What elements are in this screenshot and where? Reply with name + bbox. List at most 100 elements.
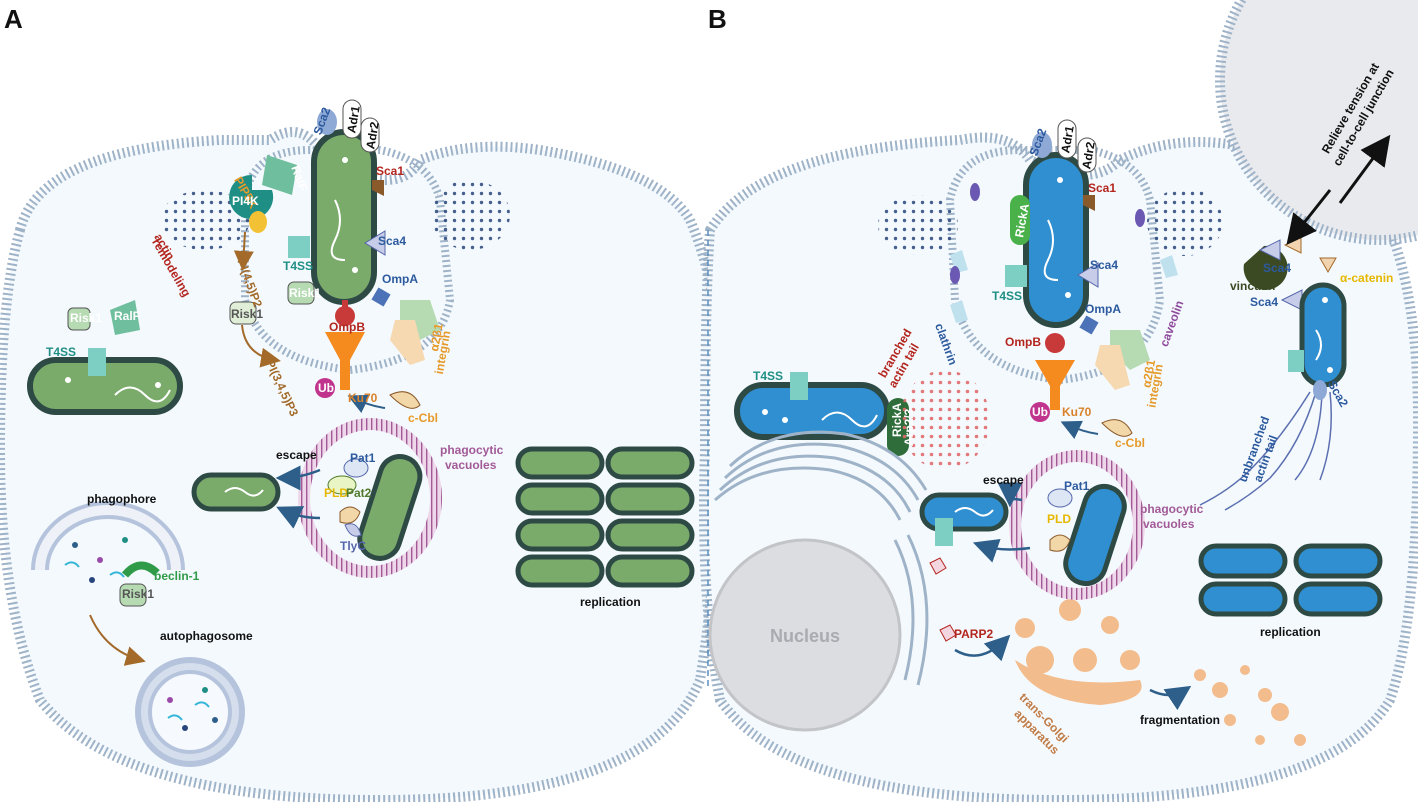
adr1-protein-b (1057, 119, 1077, 159)
label-t4ss-b: T4SS (992, 289, 1022, 303)
sca4-protein-b (1077, 262, 1099, 288)
label-t4ss-left-b: T4SS (753, 369, 783, 383)
label-risk1-left-a: Risk1 (70, 311, 102, 325)
ricka-protein (1010, 195, 1030, 245)
label-ompa-a: OmpA (382, 272, 418, 286)
alpha-catenin-2 (1319, 257, 1337, 274)
ku70-receptor-b (1035, 360, 1075, 410)
label-alpha-catenin: α-catenin (1340, 271, 1393, 285)
label-escape-a: escape (276, 448, 317, 462)
escaped-bacterium-b (919, 492, 1009, 546)
phagocytic-vacuole-a (298, 418, 442, 578)
label-autophagosome: autophagosome (160, 629, 253, 643)
ompa-protein-b (1079, 315, 1099, 335)
label-phagocytic-a: phagocytic (440, 443, 504, 457)
label-ub-b: Ub (1032, 405, 1048, 419)
trans-golgi-apparatus (1015, 599, 1142, 705)
label-replication-b: replication (1260, 625, 1321, 639)
risk1-protein (287, 281, 315, 305)
label-escape-b: escape (983, 473, 1024, 487)
golgi-fragments (1194, 665, 1306, 746)
sca2-protein-b (1032, 132, 1052, 158)
caveolin-dot (970, 183, 980, 201)
label-ompb-a: OmpB (329, 320, 365, 334)
bacterium-entry-a (311, 129, 377, 305)
tension-arrow-in (1286, 189, 1332, 246)
label-pat2-a: Pat2 (346, 486, 372, 500)
ompa-protein (371, 287, 391, 307)
bacterium-entry-b (1023, 152, 1089, 328)
bacterium-t4ss-a (27, 348, 183, 415)
pip5k-enzyme (249, 211, 267, 233)
bacterium-spread-b (1288, 282, 1347, 388)
t4ss-channel-b (1005, 265, 1027, 287)
label-replication-a: replication (580, 595, 641, 609)
label-ku70-b: Ku70 (1062, 405, 1092, 419)
label-sca4-b: Sca4 (1090, 258, 1118, 272)
label-arp23: Arp2/3 (902, 408, 916, 446)
pi4k-enzyme (229, 174, 274, 219)
phagocytic-vacuole-b (1009, 450, 1145, 600)
label-ku70-a: Ku70 (348, 391, 378, 405)
ub-marker-b (1030, 402, 1050, 422)
parp2-marker (939, 624, 957, 642)
integrin-beta (390, 320, 425, 365)
label-ccbl-b: c-Cbl (1115, 436, 1145, 450)
ub-marker (315, 378, 335, 398)
label-beclin-1: beclin-1 (154, 569, 200, 583)
label-pat1-a: Pat1 (350, 451, 376, 465)
branched-actin-tail (900, 370, 990, 470)
endoplasmic-reticulum (714, 430, 929, 686)
label-ompb-b: OmpB (1005, 335, 1041, 349)
sca1-protein (372, 180, 384, 196)
label-adr1-b: Adr1 (1058, 124, 1077, 154)
label-risk1-top-a: Risk1 (289, 286, 321, 300)
actin-network-left (160, 190, 250, 250)
invagination-a (241, 146, 455, 375)
label-sca4-b-bacterium: Sca4 (1250, 295, 1278, 309)
tension-arrow-out (1338, 134, 1391, 204)
label-ricka-b: RickA (1012, 202, 1032, 238)
adr2-protein (360, 117, 380, 153)
label-pld-b: PLD (1047, 512, 1071, 526)
label-ralf-left-a: RalF (114, 309, 140, 323)
label-sca4-b-vinculin: Sca4 (1263, 261, 1291, 275)
caveolin-piece (1160, 255, 1178, 278)
actin-network-right (430, 180, 510, 250)
caveolin-dot (950, 266, 960, 284)
label-phagocytic-b: phagocytic (1140, 502, 1204, 516)
label-sca1-b: Sca1 (1088, 181, 1116, 195)
sca4-protein (364, 230, 386, 256)
actin-network-right-b (1147, 188, 1223, 256)
label-adr2-a: Adr2 (363, 120, 382, 150)
autophagosome (135, 657, 245, 767)
unbranched-actin-tail (1199, 391, 1332, 511)
phagophore (31, 501, 185, 583)
caveolin-dot (1135, 209, 1145, 227)
label-sca1-a: Sca1 (376, 164, 404, 178)
label-a2b1-a: α2β1 (427, 322, 446, 352)
label-pld-a: PLD (324, 486, 348, 500)
sca4-on-vinculin (1258, 239, 1281, 261)
label-sca4-a: Sca4 (378, 234, 406, 248)
neighbor-cell (1215, 0, 1418, 245)
label-risk1-beclin: Risk1 (122, 587, 154, 601)
label-ub-a: Ub (318, 381, 334, 395)
replication-cluster-b (1198, 543, 1383, 617)
c-cbl-protein (389, 391, 421, 409)
label-risk1-mid-a: Risk1 (231, 307, 263, 321)
label-t4ss-a: T4SS (283, 259, 313, 273)
invagination-b (945, 146, 1165, 385)
label-vacuoles-b: vacuoles (1143, 517, 1195, 531)
ku70-receptor (325, 332, 365, 390)
panel-label-a: A (4, 4, 23, 34)
label-ompa-b: OmpA (1085, 302, 1121, 316)
parp2-marker (929, 557, 947, 575)
integrin-beta-b (1095, 345, 1130, 390)
label-a2b1-b: α2β1 (1139, 358, 1158, 388)
escaped-bacterium-a (191, 472, 281, 512)
label-tlyc-a: TlyC (340, 539, 366, 553)
ompb-protein-b (1045, 333, 1065, 353)
replication-cluster-a (515, 446, 695, 588)
